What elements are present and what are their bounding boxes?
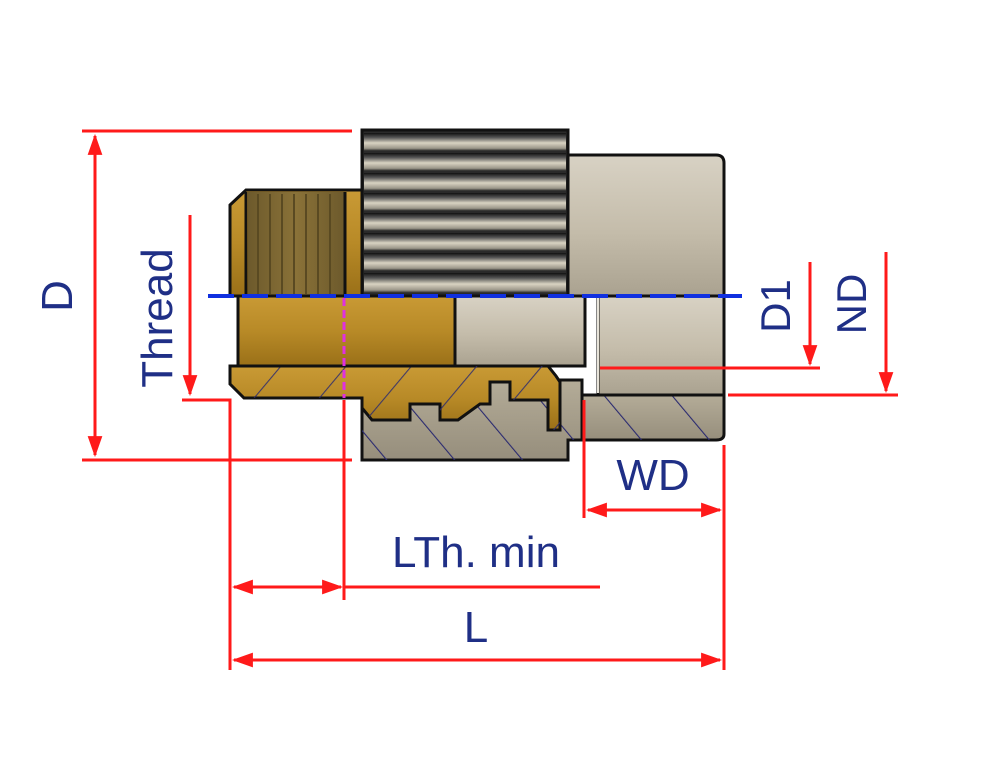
label-lth-min: LTh. min [392,528,560,577]
insert-bore [453,294,587,368]
brass-bore [236,294,457,368]
label-D1: D1 [752,279,799,333]
fitting-body [228,128,726,462]
dimensions [82,129,898,670]
socket-bore [596,294,726,397]
label-thread: Thread [133,248,182,387]
socket-exterior [566,153,726,298]
label-WD: WD [616,451,689,500]
brass-threaded-end [228,188,364,298]
knurled-union-nut [360,128,570,298]
label-L: L [464,603,488,652]
label-ND: ND [828,274,875,335]
label-D: D [33,280,82,312]
